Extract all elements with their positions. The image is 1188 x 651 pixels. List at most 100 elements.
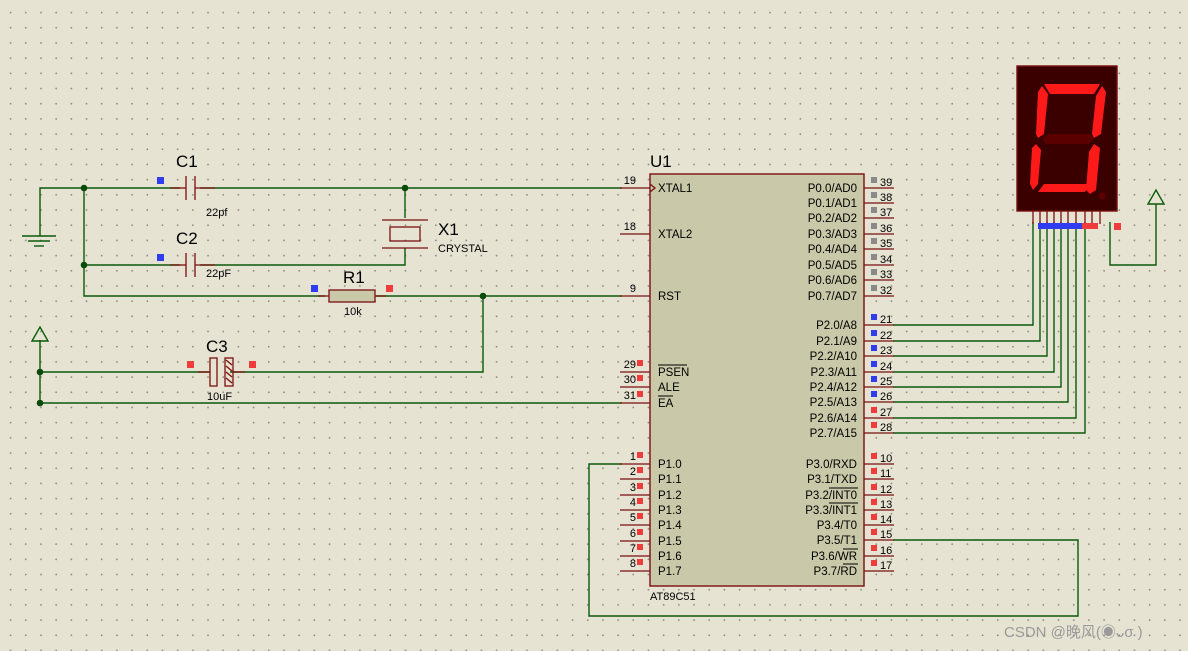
pin-number: 33 bbox=[880, 269, 892, 281]
pin-number: 32 bbox=[880, 285, 892, 297]
segment-b bbox=[1092, 86, 1106, 138]
pin-number: 18 bbox=[624, 221, 636, 233]
pin-state-indicator bbox=[871, 254, 877, 260]
pin-state-indicator bbox=[871, 514, 877, 520]
pin-name: P1.7 bbox=[658, 566, 682, 578]
pin-name: P2.7/A15 bbox=[810, 428, 857, 440]
mcu-pin-p1-1[interactable]: 2P1.1 bbox=[620, 466, 682, 486]
pin-state-indicator bbox=[871, 345, 877, 351]
pin-name: P2.2/A10 bbox=[810, 351, 857, 363]
pin-number: 37 bbox=[880, 207, 892, 219]
pin-number: 36 bbox=[880, 223, 892, 235]
mcu-pin-p1-3[interactable]: 4P1.3 bbox=[620, 497, 682, 517]
pin-name: P1.1 bbox=[658, 474, 682, 486]
mcu-u1[interactable]: U1 AT89C51 19XTAL118XTAL29RST29PSEN30ALE… bbox=[620, 152, 894, 603]
pin-name: P1.0 bbox=[658, 459, 682, 471]
mcu-pin-p0-7-ad7[interactable]: P0.7/AD7 32 bbox=[808, 285, 894, 303]
mcu-pin-p1-4[interactable]: 5P1.4 bbox=[620, 512, 682, 532]
power-terminal-right[interactable] bbox=[1146, 188, 1166, 205]
pin-number: 11 bbox=[880, 468, 891, 480]
pin-state-indicator bbox=[637, 544, 643, 550]
pin-name: EA bbox=[658, 398, 674, 410]
mcu-pin-p2-4-a12[interactable]: P2.4/A12 25 bbox=[810, 376, 894, 394]
segment-a bbox=[1044, 84, 1100, 94]
seven-segment-display[interactable] bbox=[1016, 65, 1121, 230]
c1-value: 22pf bbox=[206, 207, 228, 219]
power-terminal-left[interactable] bbox=[30, 325, 50, 342]
pin-state-indicator bbox=[871, 560, 877, 566]
watermark: CSDN @晚风(◉ᴗσ ) bbox=[1004, 624, 1143, 641]
mcu-body[interactable] bbox=[649, 173, 865, 587]
display-segments bbox=[1030, 84, 1106, 194]
segment-g bbox=[1042, 134, 1094, 144]
pin-state-bar-red bbox=[1082, 223, 1098, 229]
pin-state-indicator bbox=[637, 375, 643, 381]
wires bbox=[39, 187, 1157, 617]
pin-number: 25 bbox=[880, 376, 892, 388]
mcu-pin-p1-2[interactable]: 3P1.2 bbox=[620, 482, 682, 502]
pin-name: P0.7/AD7 bbox=[808, 291, 857, 303]
pin-number: 12 bbox=[880, 484, 892, 496]
pin-state-indicator bbox=[871, 192, 877, 198]
c1-ref: C1 bbox=[176, 152, 198, 171]
capacitor-c2[interactable]: C2 22pF bbox=[157, 229, 231, 280]
pin-state-indicator bbox=[637, 529, 643, 535]
ground-symbol[interactable] bbox=[22, 235, 56, 247]
pin-state-indicator bbox=[637, 452, 643, 458]
pin-number: 34 bbox=[880, 254, 892, 266]
crystal-x1[interactable]: X1 CRYSTAL bbox=[382, 219, 488, 255]
capacitor-c3[interactable]: C3 10uF bbox=[187, 337, 256, 403]
mcu-pin-p1-0[interactable]: 1P1.0 bbox=[620, 451, 682, 471]
pin-number: 39 bbox=[880, 177, 892, 189]
pin-name: P1.4 bbox=[658, 520, 682, 532]
x1-value: CRYSTAL bbox=[438, 243, 488, 255]
resistor-r1[interactable]: R1 10k bbox=[311, 268, 393, 318]
pin-number: 22 bbox=[880, 330, 892, 342]
mcu-pin-p1-5[interactable]: 6P1.5 bbox=[620, 528, 682, 548]
c3-ref: C3 bbox=[206, 337, 228, 356]
pin-name: P2.4/A12 bbox=[810, 382, 857, 394]
pin-name: XTAL1 bbox=[658, 183, 692, 195]
clock-pin-marker bbox=[649, 183, 657, 193]
pin-state-indicator bbox=[249, 361, 256, 368]
pin-state-indicator bbox=[871, 484, 877, 490]
mcu-pin-p1-6[interactable]: 7P1.6 bbox=[620, 543, 682, 563]
mcu-pin-p1-7[interactable]: 8P1.7 bbox=[620, 558, 682, 578]
c2-value: 22pF bbox=[206, 268, 231, 280]
pin-state-indicator bbox=[637, 559, 643, 565]
pin-state-indicator bbox=[637, 467, 643, 473]
pin-state-indicator bbox=[871, 499, 877, 505]
display-pins bbox=[1032, 211, 1101, 224]
pin-state-indicator bbox=[637, 360, 643, 366]
capacitor-c1[interactable]: C1 22pf bbox=[157, 152, 228, 219]
